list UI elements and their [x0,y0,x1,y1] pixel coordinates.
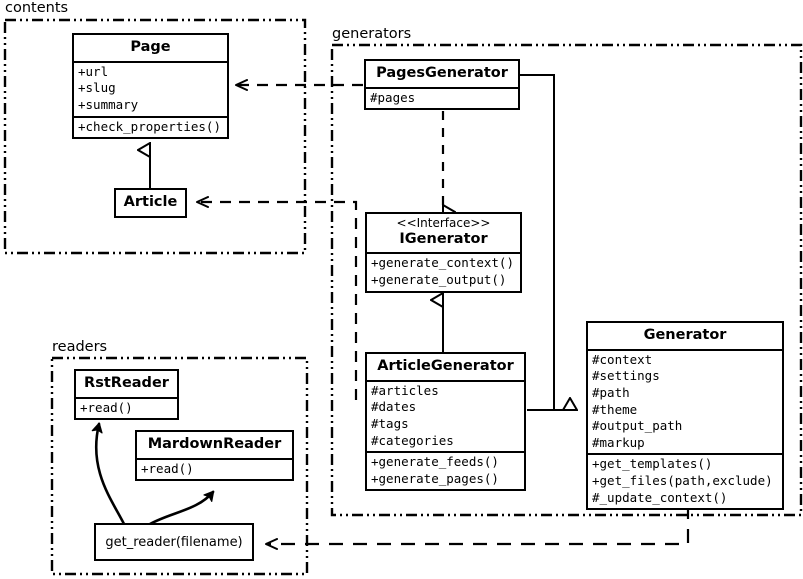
attributes-compartment-page: +url +slug +summary [74,60,227,116]
function-box-get-reader[interactable]: get_reader(filename) [94,523,254,561]
attributes-compartment-articlegenerator: #articles #dates #tags #categories [367,379,524,452]
package-label-generators: generators [331,26,414,42]
operations-compartment-articlegenerator: +generate_feeds() +generate_pages() [367,451,524,489]
class-box-igenerator[interactable]: <<Interface>> IGenerator +generate_conte… [365,212,522,293]
class-box-article[interactable]: Article [114,188,187,218]
class-box-articlegenerator[interactable]: ArticleGenerator #articles #dates #tags … [365,352,526,492]
class-name-mardownreader: MardownReader [147,436,282,452]
class-name-pagesgenerator: PagesGenerator [376,65,508,81]
attribute-row: +slug [78,80,116,96]
attribute-row: #pages [370,89,416,105]
attributes-compartment-generator: #context #settings #path #theme #output_… [588,348,782,454]
class-name-rstreader: RstReader [84,375,169,391]
attribute-row: +url [78,63,109,79]
class-box-mardownreader[interactable]: MardownReader +read() [135,430,294,482]
operation-row: +generate_context() [371,255,514,271]
attribute-row: #dates [371,399,417,415]
operations-compartment-page: +check_properties() [74,115,227,138]
class-name-igenerator: IGenerator [399,230,488,247]
class-name-articlegenerator: ArticleGenerator [377,358,514,374]
attributes-compartment-pagesgenerator: #pages [366,86,518,109]
rel-articlegenerator-to-article [196,196,358,400]
attribute-row: #articles [371,382,439,398]
attribute-row: #path [592,384,630,400]
class-stereotype-igenerator: <<Interface>> [396,216,491,230]
operations-compartment-mardownreader: +read() [137,457,292,480]
rel-getreader-to-mardownreader [148,490,215,526]
operations-compartment-generator: +get_templates() +get_files(path,exclude… [588,453,782,508]
function-label-get-reader: get_reader(filename) [105,534,243,550]
class-name-generator: Generator [643,327,727,343]
rel-pagesgenerator-to-generator [520,74,570,411]
class-box-page[interactable]: Page +url +slug +summary +check_properti… [72,33,229,140]
package-label-readers: readers [51,339,110,355]
operation-row: +generate_output() [371,272,507,288]
attribute-row: #context [592,351,653,367]
package-frame-contents [3,18,307,255]
package-frame-generators [330,43,803,517]
attribute-row: +summary [78,96,139,112]
operation-row: +get_files(path,exclude) [592,473,773,489]
operations-compartment-igenerator: +generate_context() +generate_output() [367,252,520,290]
class-box-rstreader[interactable]: RstReader +read() [74,369,179,421]
operations-compartment-rstreader: +read() [76,396,177,419]
operation-row: +generate_pages() [371,470,499,486]
class-name-page: Page [130,39,171,55]
class-name-article: Article [123,194,178,210]
operation-row: #_update_context() [592,489,728,505]
operation-row: +generate_feeds() [371,454,499,470]
operation-row: +read() [80,399,133,415]
operation-row: +check_properties() [78,118,221,134]
package-frame-readers [50,356,309,576]
class-box-pagesgenerator[interactable]: PagesGenerator #pages [364,59,520,111]
attribute-row: #settings [592,368,660,384]
rel-generator-to-getreader [265,505,690,550]
rel-getreader-to-rstreader [91,422,126,526]
attribute-row: #categories [371,432,454,448]
attribute-row: #tags [371,415,409,431]
class-box-generator[interactable]: Generator #context #settings #path #them… [586,321,784,511]
operation-row: +read() [141,460,194,476]
attribute-row: #output_path [592,418,683,434]
package-label-contents: contents [4,0,71,16]
attribute-row: #theme [592,401,638,417]
operation-row: +get_templates() [592,456,713,472]
attribute-row: #markup [592,434,645,450]
